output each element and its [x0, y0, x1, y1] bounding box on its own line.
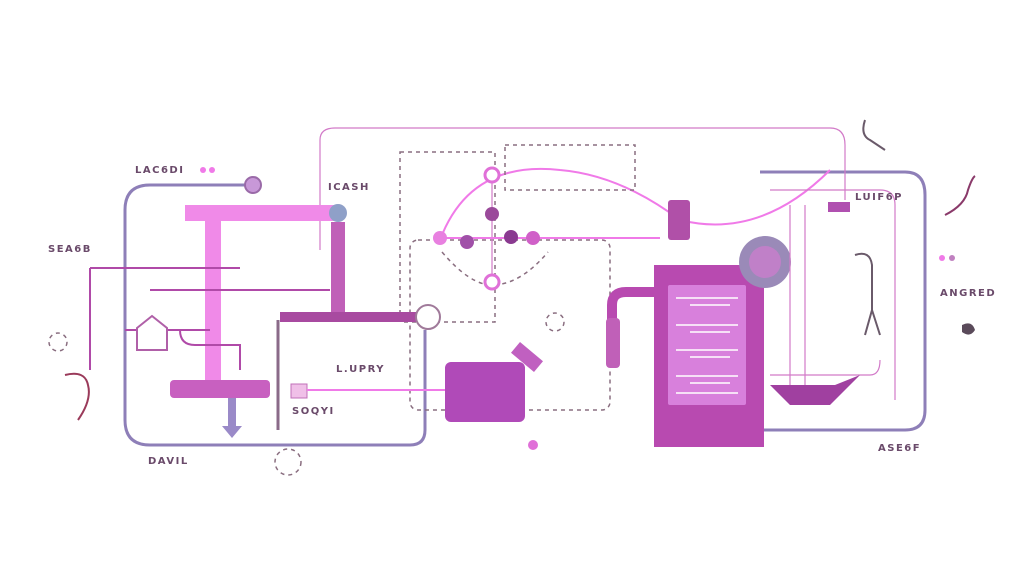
- dashed-circle-icon: [48, 332, 68, 352]
- right-top-valve: [828, 202, 850, 212]
- ladder-pipe-h: [185, 205, 335, 221]
- node-e: [526, 231, 540, 245]
- probe-icon: [854, 252, 881, 336]
- label-angred: ANGRED: [940, 288, 996, 299]
- blob-icon: [962, 323, 975, 335]
- node-bottom: [483, 273, 501, 291]
- left-squiggle: [64, 372, 90, 421]
- label-ase6f: ASE6F: [878, 443, 921, 454]
- node-a: [485, 207, 499, 221]
- label-davil: DAVIL: [148, 456, 189, 467]
- boat-pump: [770, 375, 860, 405]
- node-top: [483, 166, 501, 184]
- tank: [445, 362, 525, 422]
- anchor-icon: [274, 448, 302, 476]
- box-valve: [290, 383, 308, 399]
- label-lupry: L.UPRY: [336, 364, 385, 375]
- dot: [200, 167, 206, 173]
- node-c: [460, 235, 474, 249]
- label-soqyi: SOQYI: [292, 406, 335, 417]
- label-luif6p: LUIF6P: [855, 192, 903, 203]
- valve-node: [244, 176, 262, 194]
- vertical-pipe-icash: [331, 222, 345, 312]
- dot: [939, 255, 945, 261]
- outer-pipe-left: [123, 183, 427, 447]
- top-pipe: [319, 127, 846, 250]
- arc-pipe: [439, 167, 831, 241]
- label-sea6b: SEA6B: [48, 244, 92, 255]
- house-icon: [136, 314, 168, 351]
- tank-node: [528, 440, 538, 450]
- hook-icon: [862, 119, 886, 151]
- screen-lines: [676, 297, 738, 394]
- arc-lower: [441, 251, 549, 286]
- dashed-box-3: [504, 144, 636, 191]
- node-b: [433, 231, 447, 245]
- pump-body: [170, 380, 270, 398]
- label-icash: ICASH: [328, 182, 370, 193]
- gear-center: [749, 246, 781, 278]
- tank-outlet: [511, 341, 543, 373]
- arrow-down-icon: [222, 426, 242, 438]
- pump-stem: [228, 398, 236, 428]
- outer-pipe-right: [760, 170, 927, 432]
- dot: [209, 167, 215, 173]
- elbow-valve: [329, 204, 347, 222]
- dot: [949, 255, 955, 261]
- dashed-circle-right: [545, 312, 565, 332]
- cabinet-screen: [668, 285, 746, 405]
- cabinet-pipe: [607, 287, 656, 330]
- label-lac6di: LAC6DI: [135, 165, 184, 176]
- side-valve: [606, 318, 620, 368]
- node-d: [504, 230, 518, 244]
- valve-stack: [668, 200, 690, 240]
- ladder-pipe-v: [205, 205, 221, 385]
- right-pipes: [770, 189, 896, 400]
- horizontal-pipe-mid: [280, 312, 420, 322]
- wheel-valve: [415, 304, 441, 330]
- squiggle: [944, 175, 976, 216]
